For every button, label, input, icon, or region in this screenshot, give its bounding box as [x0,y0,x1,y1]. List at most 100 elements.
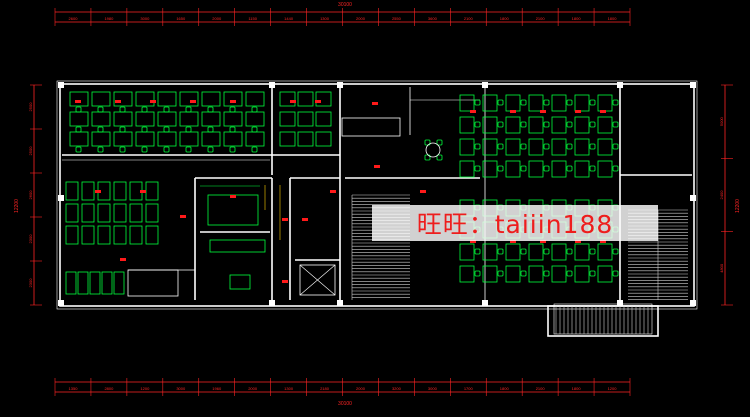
chair [97,126,104,133]
chair [612,248,619,255]
desk [528,243,544,261]
chair [436,139,443,146]
bottom-dim-label: 2000 [356,386,366,391]
desk [315,91,332,107]
room-marker [282,218,288,221]
chair [566,248,573,255]
chair [543,165,550,172]
desk [245,131,265,147]
desk [69,131,89,147]
chair [520,248,527,255]
chair [566,99,573,106]
chair [520,99,527,106]
chair [119,106,126,113]
desk [574,265,590,283]
chair [436,154,443,161]
chair [251,146,258,153]
room-marker [510,110,516,113]
right-dim-label: 2400 [719,190,724,200]
desk [245,111,265,127]
chair [497,270,504,277]
desk [179,131,199,147]
desk [145,203,159,223]
top-dim-label: 2550 [392,16,402,21]
chair [497,165,504,172]
desk [89,271,101,295]
chair [185,126,192,133]
room-labels [75,100,606,283]
chair [474,270,481,277]
chair [424,139,431,146]
top-dim-label: 1650 [176,16,186,21]
room-marker [140,190,146,193]
desk [113,111,133,127]
desk [279,131,296,147]
desk [201,111,221,127]
room-marker [190,100,196,103]
accent-lines [200,185,281,240]
desk [597,160,613,178]
chair [474,165,481,172]
room-marker [600,110,606,113]
chair [520,143,527,150]
chair [612,270,619,277]
chair [612,143,619,150]
desk [97,203,111,223]
desk [223,131,243,147]
meeting-table [207,117,441,290]
top-overall-dimension: 30100 [338,2,352,8]
desk [459,160,475,178]
right-dim-label: 5000 [719,116,724,126]
chair [566,165,573,172]
desk [135,111,155,127]
room-marker [115,100,121,103]
desk [505,160,521,178]
room-marker [230,100,236,103]
top-dim-label: 1980 [104,16,114,21]
chair [497,248,504,255]
room-marker [302,218,308,221]
chair [520,121,527,128]
watermark: 旺旺：taiiin188 [372,205,658,241]
desk [81,203,95,223]
desk [528,94,544,112]
desk [297,91,314,107]
desk [113,181,127,201]
bottom-dim-label: 1800 [572,386,582,391]
chair [612,121,619,128]
desk [129,203,143,223]
desk [113,225,127,245]
desk [65,203,79,223]
chair [185,146,192,153]
desk [135,131,155,147]
desk [135,91,155,107]
desk [551,160,567,178]
desk [574,160,590,178]
chair [229,106,236,113]
desk [279,91,296,107]
desk [315,131,332,147]
chair [566,143,573,150]
desk [551,265,567,283]
desk [528,116,544,134]
chair [474,143,481,150]
room-marker [230,195,236,198]
desk [482,265,498,283]
chair [75,146,82,153]
desk [551,243,567,261]
left-dim-label: 2500 [28,102,33,112]
desk [597,116,613,134]
desk [528,160,544,178]
desk [65,181,79,201]
chair [97,106,104,113]
chair [612,99,619,106]
desk [113,271,125,295]
top-dim-label: 2100 [536,16,546,21]
left-dim-label: 2300 [28,278,33,288]
room-marker [290,100,296,103]
bottom-overall-dimension: 30100 [338,401,352,407]
desk [482,243,498,261]
desk [528,138,544,156]
